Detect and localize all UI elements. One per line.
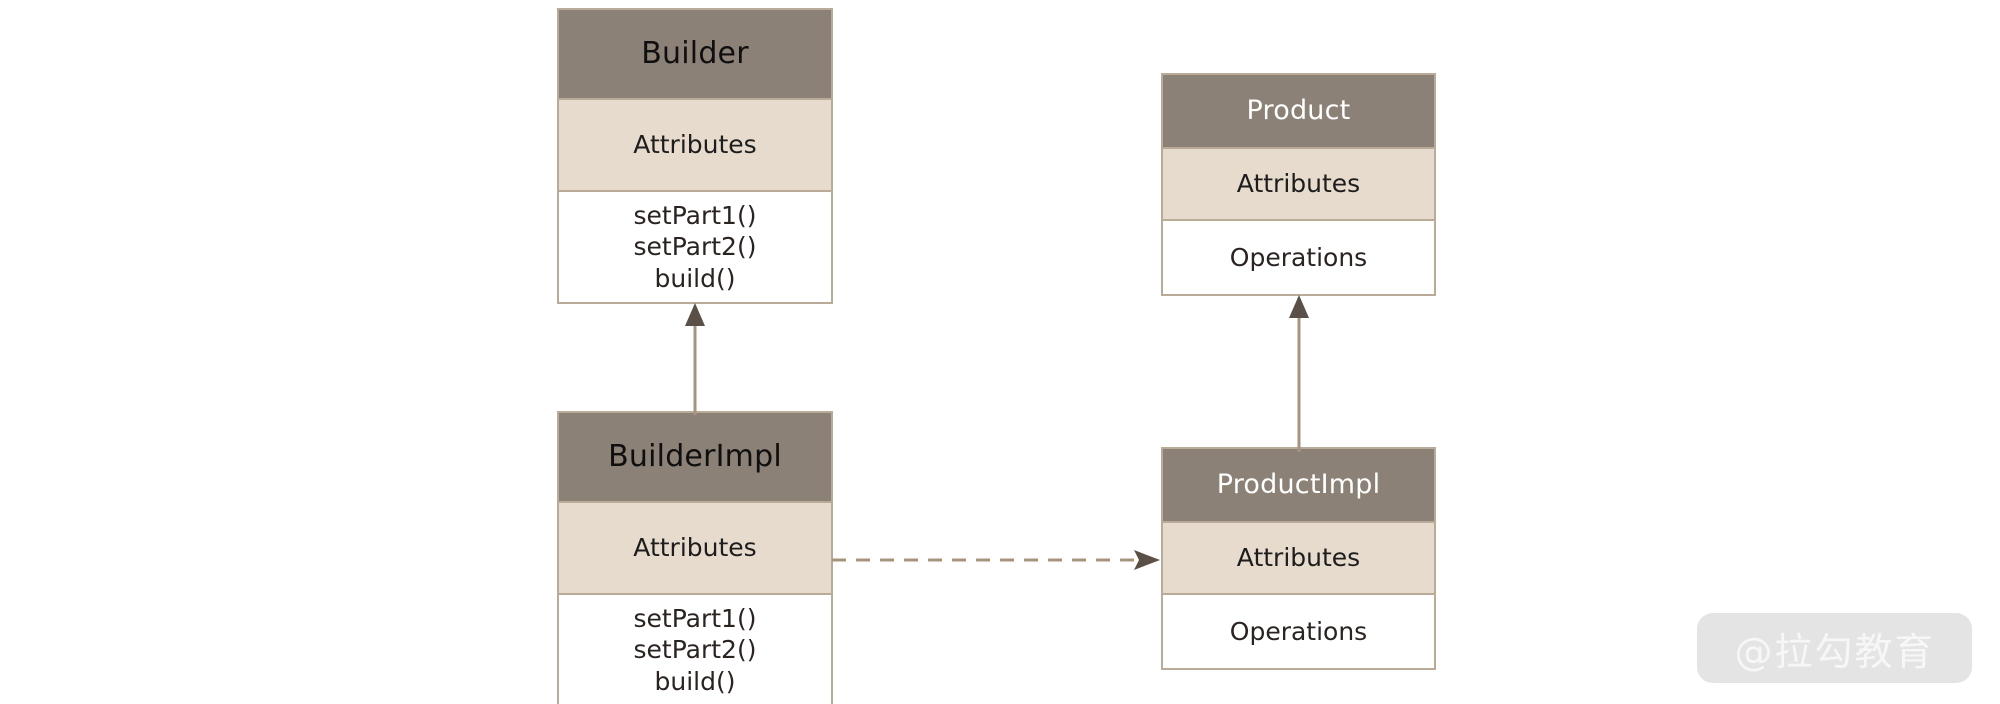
dependency-arrowhead bbox=[1134, 550, 1160, 570]
class-box-product-impl[interactable]: ProductImpl Attributes Operations bbox=[1161, 447, 1436, 670]
class-name-builder: Builder bbox=[559, 10, 831, 98]
relation-generalization-product bbox=[1269, 292, 1329, 452]
class-operations-builder-impl: setPart1() setPart2() build() bbox=[559, 593, 831, 704]
class-name-product: Product bbox=[1163, 75, 1434, 147]
class-name-product-impl: ProductImpl bbox=[1163, 449, 1434, 521]
class-attributes-product: Attributes bbox=[1163, 147, 1434, 219]
class-operations-builder: setPart1() setPart2() build() bbox=[559, 190, 831, 302]
class-operations-product-impl: Operations bbox=[1163, 593, 1434, 668]
class-box-builder[interactable]: Builder Attributes setPart1() setPart2()… bbox=[557, 8, 833, 304]
operation-item: setPart2() bbox=[633, 635, 757, 665]
class-operations-product: Operations bbox=[1163, 219, 1434, 294]
operation-item: build() bbox=[654, 263, 736, 293]
relation-dependency-builderimpl-productimpl bbox=[830, 540, 1170, 580]
relation-generalization-builder bbox=[665, 300, 725, 415]
class-box-product[interactable]: Product Attributes Operations bbox=[1161, 73, 1436, 296]
class-attributes-product-impl: Attributes bbox=[1163, 521, 1434, 593]
generalization-arrowhead-product bbox=[1289, 295, 1309, 318]
operation-item: setPart1() bbox=[633, 200, 757, 230]
watermark-text: @拉勾教育 bbox=[1734, 629, 1935, 674]
operation-item: build() bbox=[654, 666, 736, 696]
class-attributes-builder: Attributes bbox=[559, 98, 831, 190]
class-name-builder-impl: BuilderImpl bbox=[559, 413, 831, 501]
class-attributes-builder-impl: Attributes bbox=[559, 501, 831, 593]
operation-item: setPart1() bbox=[633, 603, 757, 633]
operation-item: setPart2() bbox=[633, 232, 757, 262]
watermark-badge: @拉勾教育 bbox=[1697, 613, 1972, 683]
class-box-builder-impl[interactable]: BuilderImpl Attributes setPart1() setPar… bbox=[557, 411, 833, 704]
generalization-arrowhead-builder bbox=[685, 303, 705, 326]
